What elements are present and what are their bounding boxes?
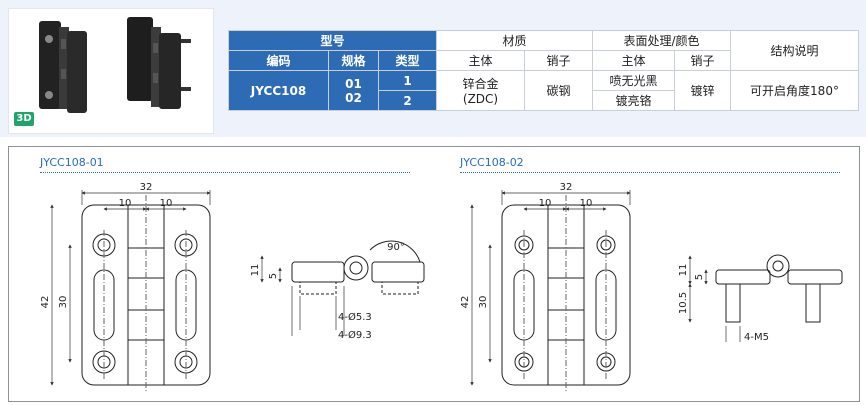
drawing1-hole-large: 4-Ø9.3	[338, 329, 372, 341]
subheader-material-body: 主体	[436, 50, 525, 71]
cell-spec: 01 02	[328, 70, 379, 111]
drawing2-dim-width: 32	[560, 182, 573, 193]
drawing2-label: JYCC108-02	[460, 156, 524, 169]
hinge-photo-1	[39, 21, 87, 113]
cell-code: JYCC108	[228, 70, 329, 111]
hinge-photo-2	[127, 17, 191, 109]
drawing1-dimensions	[50, 190, 211, 386]
drawing1-divider	[40, 172, 410, 173]
drawing1-dim-right: 10	[160, 198, 173, 209]
drawing2-side-h1: 11	[678, 264, 689, 277]
cell-spec-2: 02	[345, 90, 362, 105]
drawing2-side-h3: 10.5	[678, 292, 689, 314]
cell-spec-1: 01	[345, 76, 362, 91]
subheader-type: 类型	[378, 50, 437, 71]
drawing1-side-h1: 11	[250, 264, 261, 277]
drawing2-side-h2: 5	[694, 274, 705, 280]
drawing2-dim-right: 10	[580, 198, 593, 209]
drawing2-side-view	[715, 254, 843, 323]
hinge-3d-illustration	[39, 17, 191, 113]
drawing1-hole-small: 4-Ø5.3	[338, 311, 372, 323]
header-surface: 表面处理/颜色	[592, 30, 731, 51]
drawing2-dimensions	[470, 190, 631, 386]
drawing2-front-view	[501, 195, 631, 392]
product-photo	[8, 8, 214, 134]
cell-material-body: 锌合金 (ZDC)	[436, 70, 525, 111]
drawing2-thread: 4-M5	[744, 332, 769, 343]
spec-table: 型号 材质 表面处理/颜色 结构说明 编码 规格 类型 主体 销子 主体 销子 …	[228, 30, 859, 111]
technical-drawing-panel	[8, 146, 860, 402]
subheader-spec: 规格	[328, 50, 379, 71]
drawing1-angle: 90°	[387, 242, 405, 253]
cell-material-pin: 碳钢	[524, 70, 593, 111]
cell-material-body-line2: (ZDC)	[462, 92, 499, 106]
cell-structure: 可开启角度180°	[730, 70, 859, 111]
drawing2-dim-inner: 30	[478, 296, 489, 309]
drawing1-dim-inner: 30	[58, 296, 69, 309]
drawing1-label: JYCC108-01	[40, 156, 104, 169]
drawing1-dim-width: 32	[140, 182, 153, 193]
drawing1-side-h2: 5	[268, 273, 279, 279]
drawing1-front-view	[81, 195, 211, 392]
drawing1-dim-height: 42	[40, 296, 51, 309]
cell-material-body-line1: 锌合金	[462, 77, 499, 91]
3d-badge: 3D	[14, 112, 34, 126]
drawing2-side-dimensions	[688, 255, 741, 342]
drawing2-dim-height: 42	[460, 296, 471, 309]
header-material: 材质	[436, 30, 593, 51]
cell-type-1: 1	[378, 70, 437, 91]
drawing2-dim-left: 10	[539, 198, 552, 209]
drawing1-side-view	[291, 240, 425, 295]
subheader-code: 编码	[228, 50, 329, 71]
cell-type-2: 2	[378, 90, 437, 111]
cell-surface-body-2: 镀亮铬	[592, 90, 675, 111]
drawing1-side-dimensions	[260, 255, 345, 336]
drawing1-dim-left: 10	[119, 198, 132, 209]
drawing2-divider	[460, 172, 840, 173]
